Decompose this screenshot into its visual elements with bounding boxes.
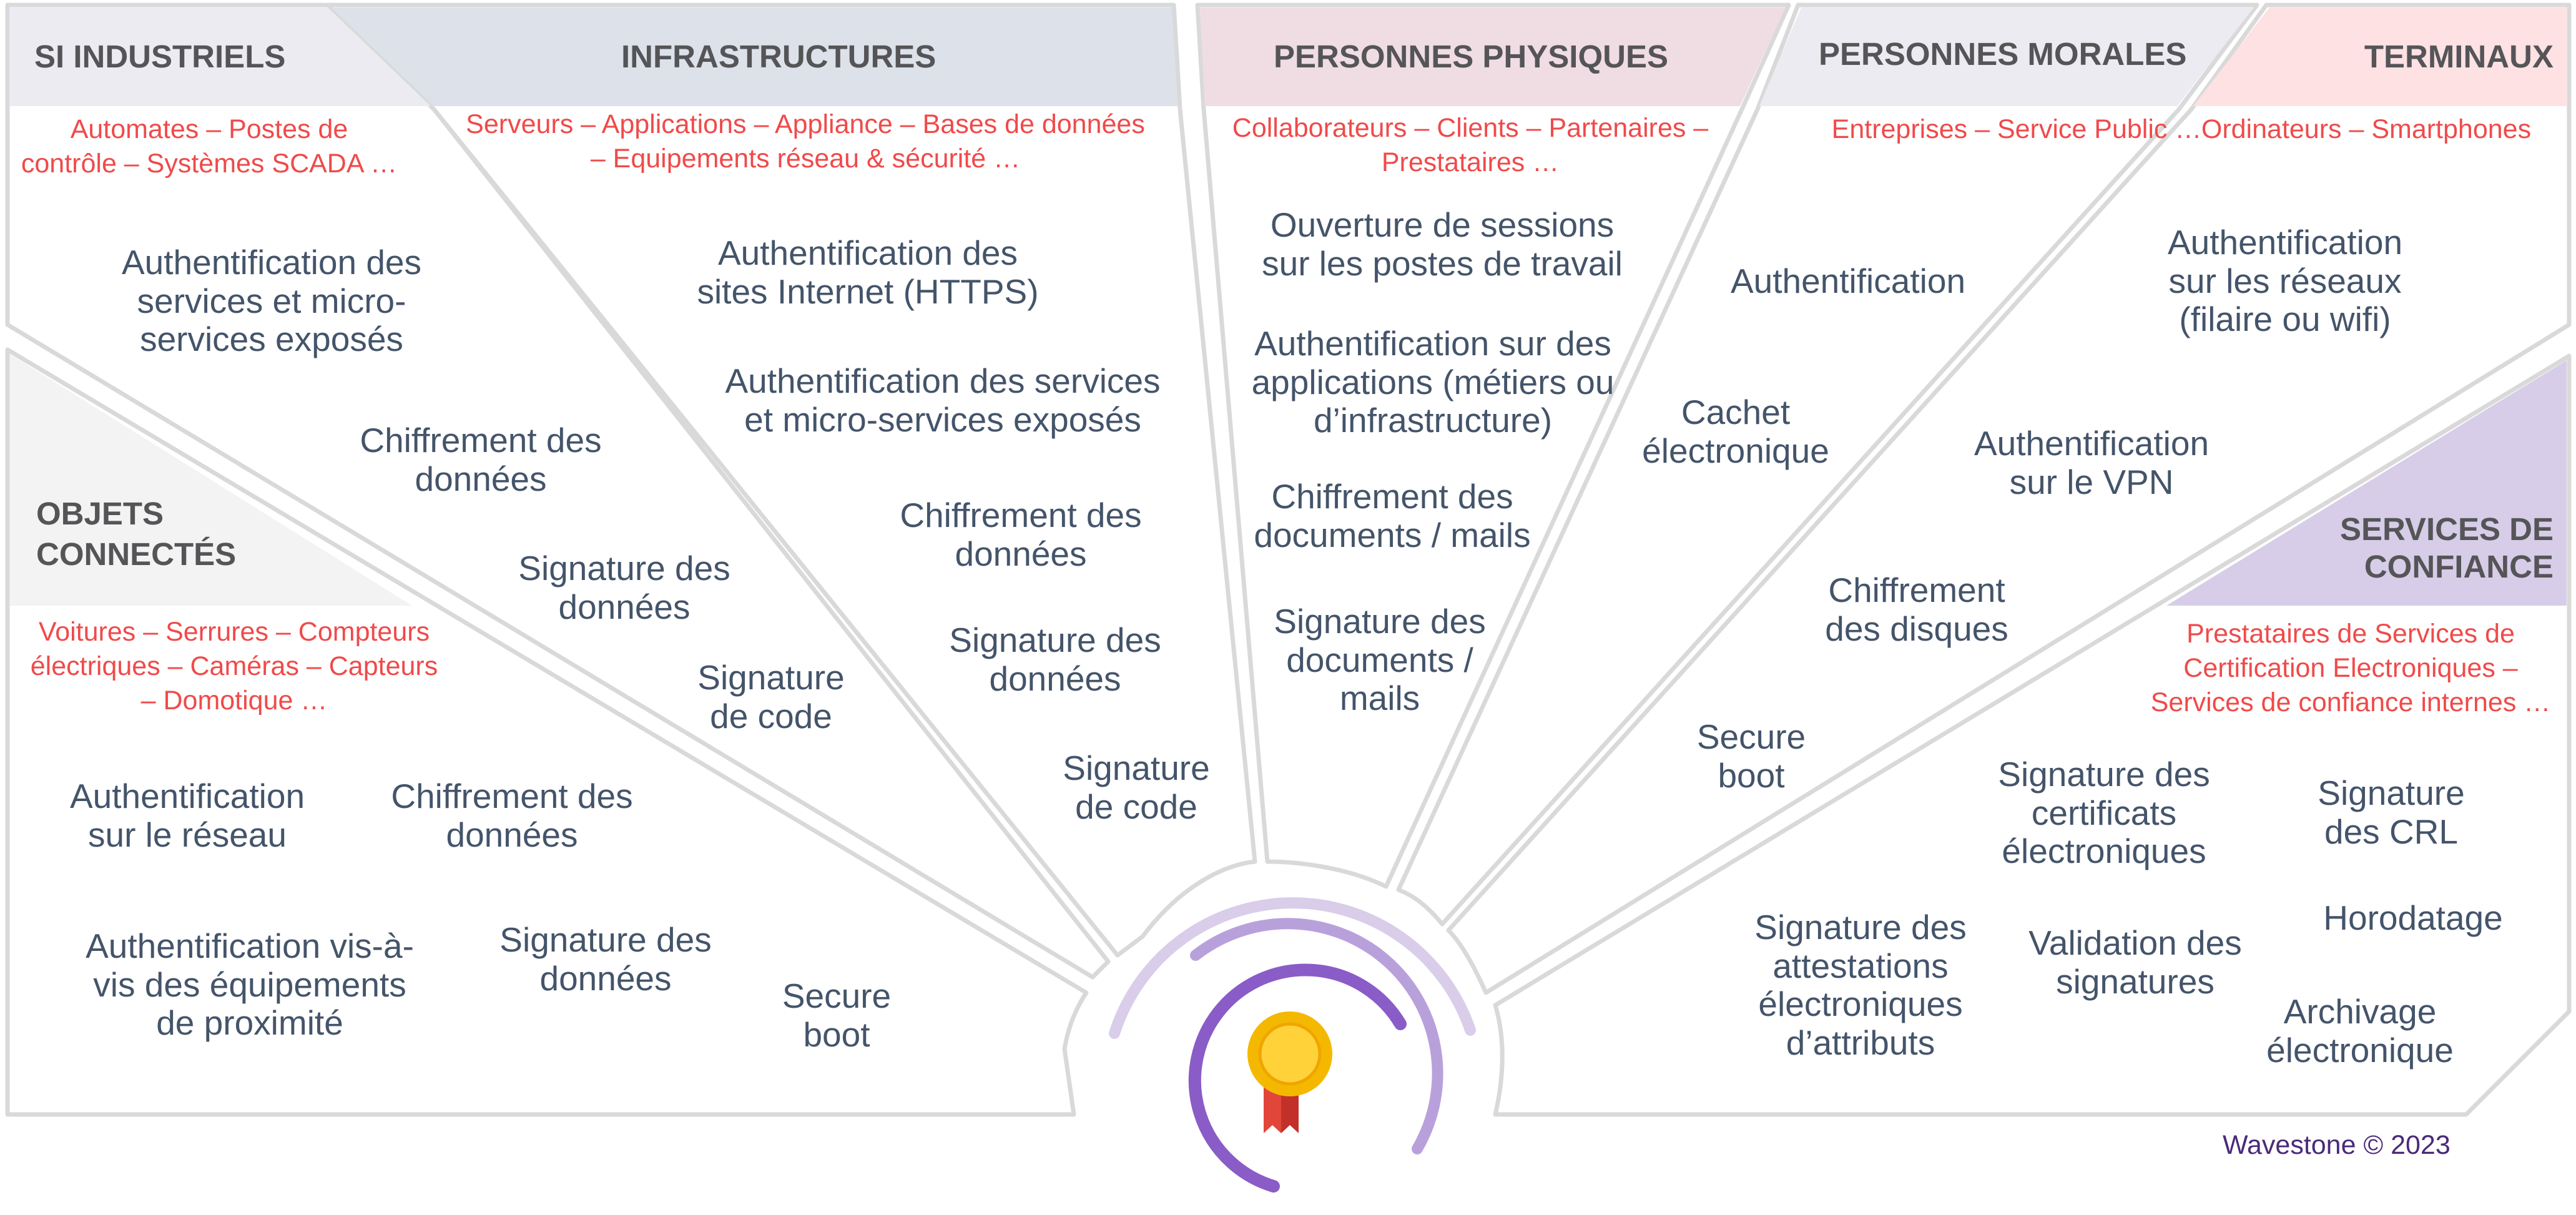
section-title-personnes-physiques: PERSONNES PHYSIQUES bbox=[1274, 39, 1668, 74]
header-band-objets-connectes bbox=[10, 354, 412, 606]
item-sc-archivage: Archivage électronique bbox=[2266, 992, 2454, 1070]
item-si-auth-services: Authentification des services et micro- … bbox=[121, 243, 422, 359]
item-infra-signature-code: Signature de code bbox=[1063, 749, 1210, 826]
item-oc-secure-boot: Secure boot bbox=[782, 976, 892, 1054]
header-band-services-confiance bbox=[2166, 360, 2567, 606]
panel-infrastructures bbox=[325, 2, 1257, 958]
middle-arc bbox=[1190, 918, 1443, 1154]
header-band-si-industriels bbox=[9, 7, 431, 106]
section-title-si-industriels: SI INDUSTRIELS bbox=[34, 39, 286, 74]
item-sc-signature-crl: Signature des CRL bbox=[2318, 774, 2465, 851]
section-subtitle-services-confiance: Prestataires de Services de Certificatio… bbox=[2150, 619, 2551, 718]
item-infra-chiffrement: Chiffrement des données bbox=[900, 496, 1142, 573]
copyright-credit: Wavestone © 2023 bbox=[2223, 1130, 2451, 1160]
item-si-chiffrement: Chiffrement des données bbox=[360, 421, 602, 498]
section-subtitle-terminaux: Ordinateurs – Smartphones bbox=[2201, 114, 2532, 144]
item-pm-authentification: Authentification bbox=[1730, 262, 1966, 300]
section-subtitle-personnes-morales: Entreprises – Service Public … bbox=[1831, 114, 2202, 144]
section-subtitle-personnes-physiques: Collaborateurs – Clients – Partenaires –… bbox=[1232, 113, 1709, 178]
item-term-secure-boot: Secure boot bbox=[1696, 717, 1806, 795]
item-oc-signature-donnees: Signature des données bbox=[499, 920, 712, 998]
item-term-auth-vpn: Authentification sur le VPN bbox=[1974, 424, 2210, 501]
header-band-infrastructures bbox=[331, 7, 1177, 106]
outer-arc bbox=[1109, 897, 1476, 1039]
item-sc-validation-signatures: Validation des signatures bbox=[2028, 923, 2242, 1001]
panel-personnes-morales bbox=[1396, 2, 2259, 927]
item-oc-chiffrement: Chiffrement des données bbox=[391, 777, 633, 854]
inner-arc bbox=[1188, 963, 1407, 1193]
section-title-personnes-morales: PERSONNES MORALES bbox=[1819, 36, 2187, 72]
panel-terminaux bbox=[1446, 2, 2572, 995]
item-sc-horodatage: Horodatage bbox=[2323, 898, 2503, 937]
item-si-signature-code: Signature de code bbox=[697, 658, 845, 735]
header-band-personnes-morales bbox=[1759, 7, 2254, 106]
item-pp-auth-applications: Authentification sur des applications (m… bbox=[1251, 324, 1615, 440]
panel-personnes-physiques bbox=[1195, 2, 1791, 889]
item-si-signature-donnees: Signature des données bbox=[518, 549, 730, 626]
item-infra-signature-donnees: Signature des données bbox=[949, 621, 1161, 698]
item-sc-signature-certificats: Signature des certificats électroniques bbox=[1998, 755, 2210, 871]
section-title-terminaux: TERMINAUX bbox=[2364, 39, 2554, 74]
item-term-auth-reseaux: Authentification sur les réseaux (filair… bbox=[2167, 223, 2403, 339]
section-title-objets-connectes: OBJETS CONNECTÉS bbox=[36, 496, 237, 573]
certificate-medal-icon bbox=[1247, 1011, 1332, 1133]
item-oc-auth-reseau: Authentification sur le réseau bbox=[69, 777, 305, 854]
section-subtitle-infrastructures: Serveurs – Applications – Appliance – Ba… bbox=[466, 109, 1145, 174]
item-pm-cachet: Cachet électronique bbox=[1642, 393, 1829, 470]
item-pp-chiffrement: Chiffrement des documents / mails bbox=[1254, 477, 1531, 554]
section-title-services-confiance: SERVICES DE CONFIANCE bbox=[2339, 511, 2554, 585]
item-oc-auth-proximite: Authentification vis-à- vis des équipeme… bbox=[86, 927, 414, 1043]
header-band-personnes-physiques bbox=[1200, 7, 1786, 106]
section-subtitle-si-industriels: Automates – Postes de contrôle – Système… bbox=[21, 114, 398, 179]
item-term-chiffrement-disques: Chiffrement des disques bbox=[1825, 571, 2008, 648]
section-title-infrastructures: INFRASTRUCTURES bbox=[621, 39, 937, 74]
header-band-terminaux bbox=[2193, 7, 2567, 106]
item-sc-signature-attestations: Signature des attestations électroniques… bbox=[1754, 908, 1967, 1062]
item-infra-auth-https: Authentification des sites Internet (HTT… bbox=[697, 234, 1039, 311]
section-subtitle-objets-connectes: Voitures – Serrures – Compteurs électriq… bbox=[30, 617, 438, 716]
item-infra-auth-services: Authentification des services et micro-s… bbox=[725, 362, 1161, 439]
item-pp-ouverture-sessions: Ouverture de sessions sur les postes de … bbox=[1262, 205, 1623, 283]
item-pp-signature: Signature des documents / mails bbox=[1274, 602, 1486, 718]
